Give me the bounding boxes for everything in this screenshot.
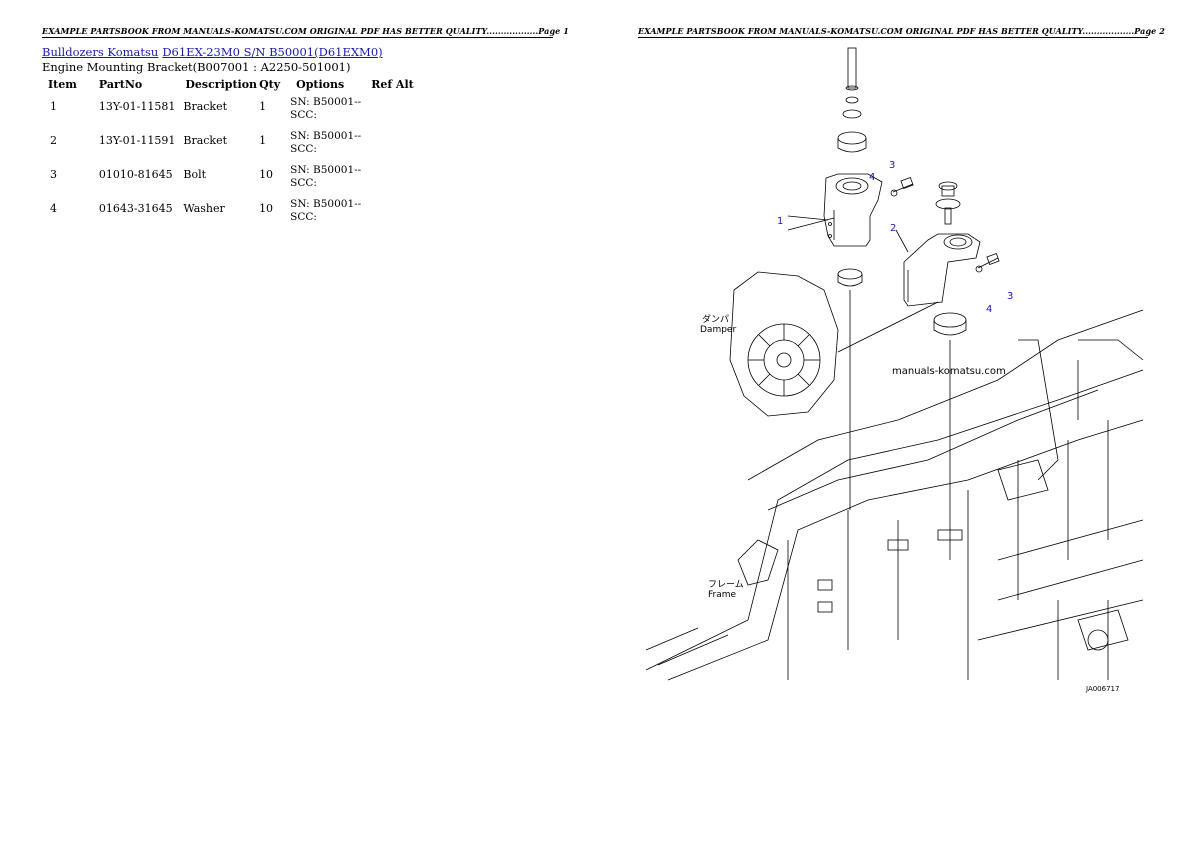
col-options-header: Options bbox=[296, 77, 345, 91]
top-bolt bbox=[847, 47, 857, 89]
col-partno-header: PartNo bbox=[98, 77, 143, 91]
options-cell: SN: B50001--SCC: bbox=[286, 198, 365, 232]
options-cell: SN: B50001--SCC: bbox=[286, 96, 365, 130]
col-item-header: Item bbox=[48, 77, 77, 91]
description-cell: Bracket bbox=[183, 134, 228, 147]
table-row: 2 13Y-01-11591 Bracket 1 SN: B50001--SCC… bbox=[42, 130, 420, 164]
table-row: 3 01010-81645 Bolt 10 SN: B50001--SCC: bbox=[42, 164, 420, 198]
options-line-2: SCC: bbox=[290, 109, 317, 121]
col-qty-header: Qty bbox=[259, 77, 281, 91]
callout-labels: 1 2 3 3 4 4 bbox=[777, 160, 1013, 315]
page-title: Engine Mounting Bracket(B007001 : A2250-… bbox=[42, 60, 351, 74]
bracket-1-drawing bbox=[823, 173, 883, 247]
breadcrumb-link-bulldozers[interactable]: Bulldozers Komatsu bbox=[42, 45, 159, 59]
table-row: 1 13Y-01-11581 Bracket 1 SN: B50001--SCC… bbox=[42, 96, 420, 130]
options-line-2: SCC: bbox=[290, 211, 317, 223]
qty-cell: 10 bbox=[259, 168, 274, 181]
refalt-cell bbox=[365, 130, 420, 164]
callout-3b: 3 bbox=[1007, 291, 1013, 302]
damper-label-jp: ダンパ bbox=[702, 313, 729, 325]
qty-cell: 1 bbox=[259, 134, 267, 147]
damper-drawing bbox=[729, 217, 939, 417]
washer-4-lower bbox=[975, 265, 983, 273]
item-cell: 4 bbox=[50, 202, 57, 215]
bracket-2-drawing bbox=[903, 233, 981, 307]
options-line-2: SCC: bbox=[290, 177, 317, 189]
callout-4b: 4 bbox=[986, 304, 992, 315]
callout-4a: 4 bbox=[869, 172, 875, 183]
col-refalt-header: Ref Alt bbox=[371, 77, 414, 91]
options-line-1: SN: B50001-- bbox=[290, 130, 362, 142]
options-line-2: SCC: bbox=[290, 143, 317, 155]
damper-label: Damper bbox=[700, 325, 736, 335]
drawing-code: JA006717 bbox=[1085, 685, 1119, 693]
frame-drawing bbox=[645, 309, 1144, 681]
table-row: 4 01643-31645 Washer 10 SN: B50001--SCC: bbox=[42, 198, 420, 232]
options-cell: SN: B50001--SCC: bbox=[286, 164, 365, 198]
options-line-1: SN: B50001-- bbox=[290, 96, 362, 108]
options-line-1: SN: B50001-- bbox=[290, 164, 362, 176]
description-cell: Washer bbox=[183, 202, 225, 215]
exploded-parts-diagram: 1 2 3 3 4 4 ダンパ Damper manuals-komatsu.c… bbox=[645, 47, 1144, 693]
description-cell: Bolt bbox=[183, 168, 207, 181]
description-cell: Bracket bbox=[183, 100, 228, 113]
partno-cell: 13Y-01-11581 bbox=[98, 100, 176, 113]
refalt-cell bbox=[365, 96, 420, 130]
options-line-1: SN: B50001-- bbox=[290, 198, 362, 210]
page-header-1: EXAMPLE PARTSBOOK FROM MANUALS-KOMATSU.C… bbox=[42, 26, 569, 38]
partno-cell: 01010-81645 bbox=[98, 168, 173, 181]
item-cell: 3 bbox=[50, 168, 57, 181]
refalt-cell bbox=[365, 164, 420, 198]
qty-cell: 10 bbox=[259, 202, 274, 215]
item-cell: 2 bbox=[50, 134, 57, 147]
partno-cell: 01643-31645 bbox=[98, 202, 173, 215]
frame-label: Frame bbox=[708, 590, 737, 600]
breadcrumb-link-model[interactable]: D61EX-23M0 S/N B50001(D61EXM0) bbox=[162, 45, 383, 59]
page-header-2: EXAMPLE PARTSBOOK FROM MANUALS-KOMATSU.C… bbox=[638, 26, 1165, 38]
options-cell: SN: B50001--SCC: bbox=[286, 130, 365, 164]
watermark-text: manuals-komatsu.com bbox=[892, 366, 1006, 377]
refalt-cell bbox=[365, 198, 420, 232]
item-cell: 1 bbox=[50, 100, 57, 113]
bolt-3-lower bbox=[977, 257, 999, 269]
parts-table: Item PartNo Description Qty Options Ref … bbox=[42, 76, 420, 232]
upper-cushion bbox=[837, 131, 867, 145]
callout-3a: 3 bbox=[889, 160, 895, 171]
callout-1: 1 bbox=[777, 216, 783, 227]
qty-cell: 1 bbox=[259, 100, 267, 113]
parts-table-header: Item PartNo Description Qty Options Ref … bbox=[42, 76, 420, 96]
callout-2: 2 bbox=[890, 223, 896, 234]
washer-4-upper bbox=[890, 189, 898, 197]
frame-label-jp: フレーム bbox=[708, 579, 744, 590]
col-description-header: Description bbox=[185, 77, 258, 91]
partno-cell: 13Y-01-11591 bbox=[98, 134, 176, 147]
